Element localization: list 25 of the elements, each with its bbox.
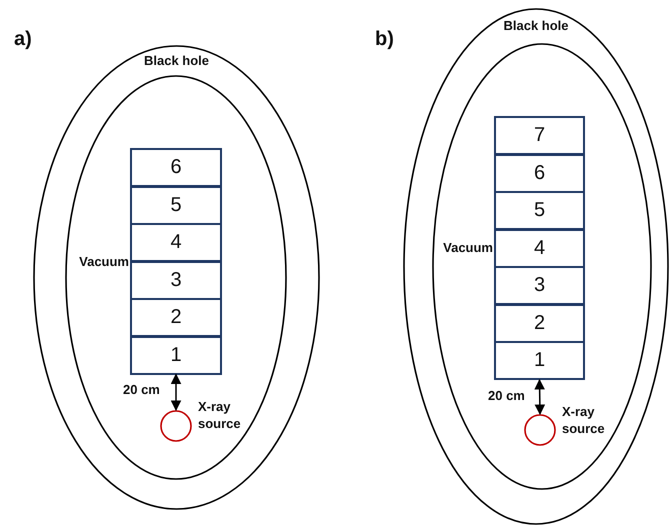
layer-box: 2 xyxy=(494,304,585,342)
region-label: Black hole xyxy=(142,53,210,68)
layer-box: 4 xyxy=(494,228,585,268)
layer-box: 1 xyxy=(130,336,222,374)
layer-box: 5 xyxy=(494,191,585,230)
source-label: X-ray source xyxy=(562,403,606,437)
region-label: Vacuum xyxy=(443,240,493,255)
double-arrow xyxy=(534,378,546,416)
layer-box: 2 xyxy=(130,298,222,337)
panel-label: b) xyxy=(375,28,394,51)
layer-box: 6 xyxy=(130,148,222,187)
layer-box: 3 xyxy=(494,266,585,305)
region-label: Black hole xyxy=(502,18,570,33)
double-arrow xyxy=(170,373,182,412)
panel-label: a) xyxy=(14,28,32,51)
layer-box: 4 xyxy=(130,223,222,262)
layer-box: 6 xyxy=(494,154,585,192)
layer-box: 3 xyxy=(130,260,222,300)
layer-box: 5 xyxy=(130,186,222,224)
region-label: Vacuum xyxy=(79,254,129,269)
dimension-label: 20 cm xyxy=(488,388,525,403)
dimension-label: 20 cm xyxy=(123,382,160,397)
layer-box: 1 xyxy=(494,341,585,380)
layer-box: 7 xyxy=(494,116,585,155)
source-label: X-ray source xyxy=(198,398,242,432)
